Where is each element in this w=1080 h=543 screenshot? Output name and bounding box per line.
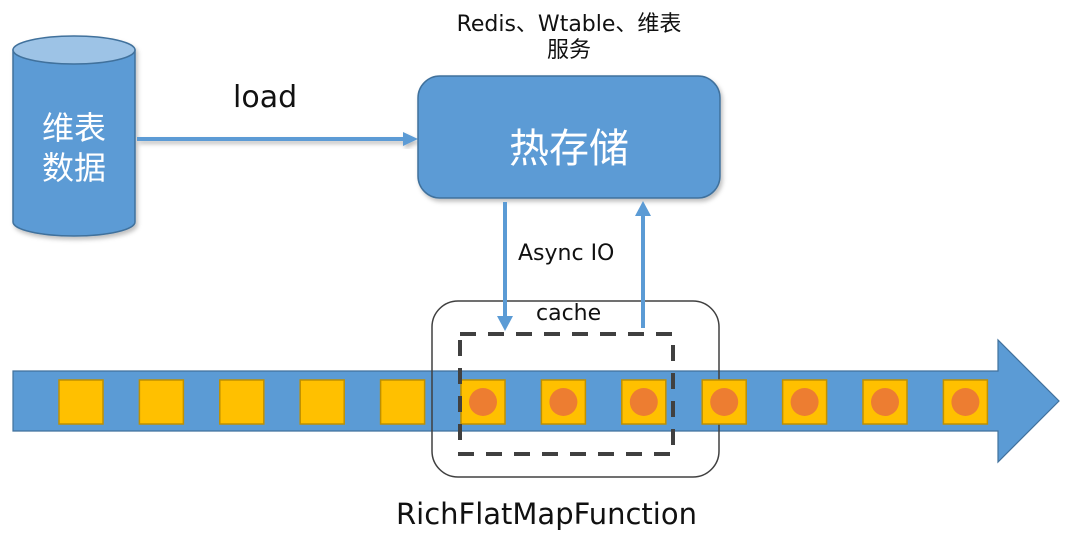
element-marker — [549, 388, 578, 416]
hot-storage-box — [417, 75, 721, 199]
function-label: RichFlatMapFunction — [396, 497, 697, 531]
stream-element — [138, 379, 185, 425]
hot-storage-label: 热存储 — [509, 126, 629, 172]
element-marker — [871, 388, 899, 416]
db-label-line1: 维表 — [41, 109, 106, 147]
stream-element — [219, 379, 265, 425]
async-io-label: Async IO — [518, 241, 615, 266]
cache-label: cache — [536, 301, 602, 326]
stream-arrow — [12, 338, 1060, 464]
stream-element — [379, 379, 426, 425]
hot-storage-caption-line1: Redis、Wtable、维表 — [456, 12, 682, 37]
db-label-line2: 数据 — [41, 149, 106, 187]
db-label: 维表 数据 — [38, 108, 110, 188]
element-marker — [469, 388, 497, 416]
async-response-arrow — [635, 201, 651, 328]
stream-element — [299, 379, 345, 425]
element-marker — [790, 388, 819, 416]
stream-element — [58, 379, 104, 425]
load-label: load — [233, 80, 298, 115]
load-arrow — [137, 132, 418, 146]
element-marker — [951, 388, 980, 416]
hot-storage-caption-line2: 服务 — [546, 38, 591, 63]
stream-elements — [58, 379, 989, 425]
database-cylinder — [12, 35, 136, 237]
async-request-arrow — [497, 202, 513, 331]
element-marker — [710, 388, 739, 416]
element-marker — [629, 388, 658, 416]
hot-storage-caption: Redis、Wtable、维表 服务 — [418, 12, 720, 64]
